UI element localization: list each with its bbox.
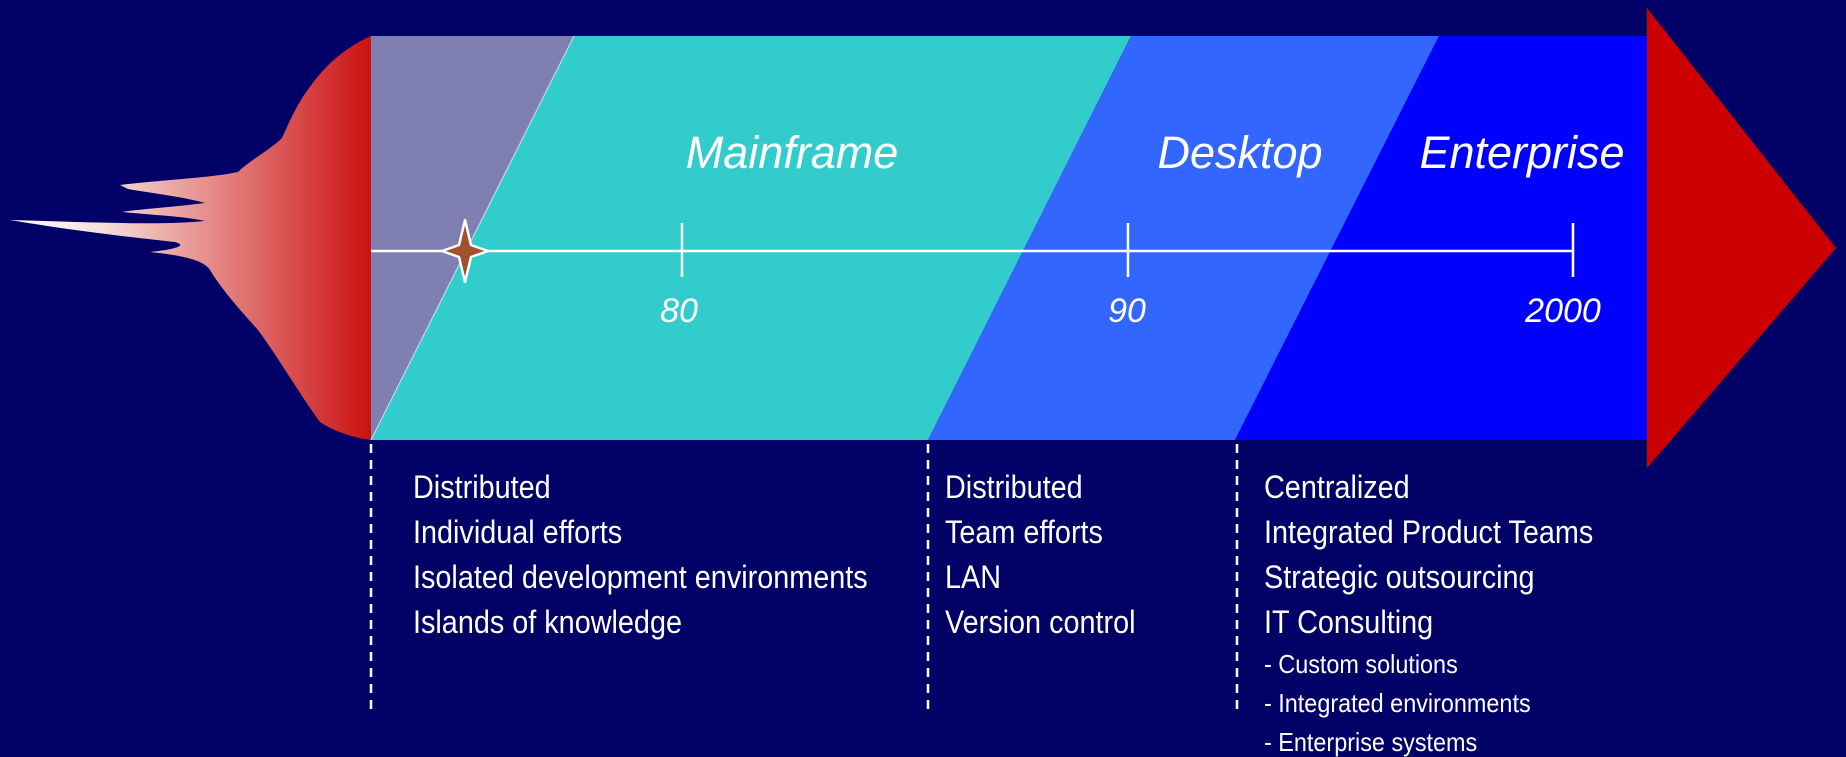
list-item: Distributed xyxy=(413,469,551,505)
enterprise-characteristics: Centralized Integrated Product Teams Str… xyxy=(1264,465,1630,757)
list-subitem: - Custom solutions xyxy=(1264,649,1458,679)
timeline-start-star xyxy=(440,218,490,284)
early-era-boundary xyxy=(370,35,575,441)
list-subitem: - Integrated environments xyxy=(1264,688,1531,718)
list-item: Distributed xyxy=(945,469,1083,505)
desktop-characteristics: Distributed Team efforts LAN Version con… xyxy=(945,465,1157,645)
mainframe-band xyxy=(371,36,1131,440)
tick-label-90: 90 xyxy=(1108,292,1146,330)
list-item: LAN xyxy=(945,559,1002,595)
list-item: Centralized xyxy=(1264,469,1410,505)
tick-label-2000: 2000 xyxy=(1524,292,1601,330)
list-item: Strategic outsourcing xyxy=(1264,559,1535,595)
tick-label-80: 80 xyxy=(660,292,698,330)
list-item: Isolated development environments xyxy=(413,559,868,595)
list-item: Individual efforts xyxy=(413,514,623,550)
list-item: Integrated Product Teams xyxy=(1264,514,1594,550)
mainframe-characteristics: Distributed Individual efforts Isolated … xyxy=(413,465,918,645)
list-item: Islands of knowledge xyxy=(413,604,682,640)
list-item: IT Consulting xyxy=(1264,604,1434,640)
era-title-desktop: Desktop xyxy=(1157,127,1322,178)
era-title-enterprise: Enterprise xyxy=(1419,127,1624,178)
era-title-mainframe: Mainframe xyxy=(686,127,899,178)
desktop-band xyxy=(928,36,1439,440)
list-item: Team efforts xyxy=(945,514,1103,550)
arrow-tail-flame xyxy=(10,36,371,440)
arrow-head xyxy=(1647,8,1836,468)
list-subitem: - Enterprise systems xyxy=(1264,727,1478,757)
enterprise-band xyxy=(1235,36,1647,440)
list-item: Version control xyxy=(945,604,1136,640)
